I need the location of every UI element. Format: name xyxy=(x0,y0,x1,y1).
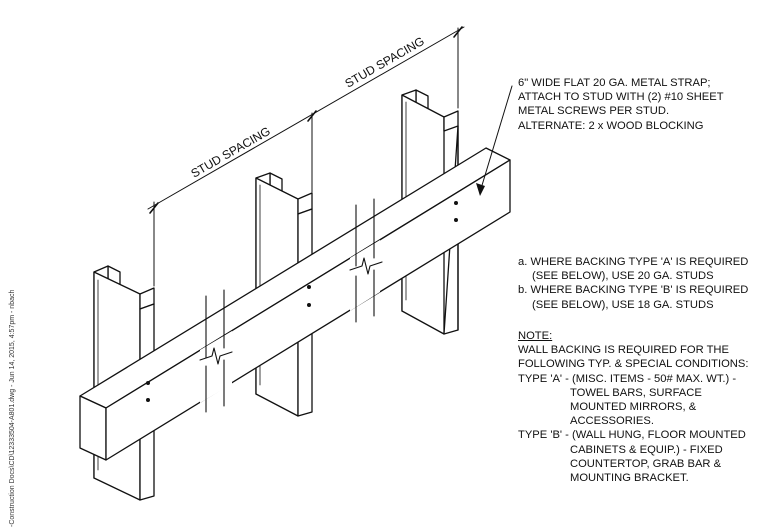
strap-note-line: METAL SCREWS PER STUD. xyxy=(518,105,670,118)
note-b-line2: (SEE BELOW), USE 18 GA. STUDS xyxy=(532,298,714,311)
note-intro-line: FOLLOWING TYP. & SPECIAL CONDITIONS: xyxy=(518,358,749,371)
note-a-line2: (SEE BELOW), USE 20 GA. STUDS xyxy=(532,270,714,283)
note-heading: NOTE: xyxy=(518,330,553,342)
file-path-stamp: -Construction Docs\CD\12333504-A801.dwg … xyxy=(9,289,16,527)
screw-dot xyxy=(146,398,150,402)
wall-backing-note: NOTE: WALL BACKING IS REQUIRED FOR THE F… xyxy=(518,329,748,485)
stud-gauge-notes: a. WHERE BACKING TYPE 'A' IS REQUIRED (S… xyxy=(518,255,748,312)
break-line-right xyxy=(349,198,383,323)
type-b-line: CABINETS & EQUIP.) - FIXED xyxy=(570,443,723,456)
strap-note-line: 6" WIDE FLAT 20 GA. METAL STRAP; xyxy=(518,77,711,89)
strap-note-line: ALTERNATE: 2 x WOOD BLOCKING xyxy=(518,119,704,132)
type-a-line: TYPE 'A' - (MISC. ITEMS - 50# MAX. WT.) … xyxy=(518,372,737,385)
screw-dot xyxy=(146,381,150,385)
strap-note: 6" WIDE FLAT 20 GA. METAL STRAP; ATTACH … xyxy=(518,76,724,133)
note-b-line1: b. WHERE BACKING TYPE 'B' IS REQUIRED xyxy=(518,284,749,297)
note-intro-line: WALL BACKING IS REQUIRED FOR THE xyxy=(518,344,729,357)
stud-spacing-dimensions xyxy=(147,26,465,287)
strap-note-line: ATTACH TO STUD WITH (2) #10 SHEET xyxy=(518,91,724,104)
screw-dot xyxy=(454,218,458,222)
metal-strap xyxy=(79,147,511,461)
screw-dots xyxy=(146,201,458,402)
type-a-line: ACCESSORIES. xyxy=(570,415,654,428)
dimension-label-right: STUD SPACING xyxy=(343,34,427,91)
type-b-line: COUNTERTOP, GRAB BAR & xyxy=(570,457,722,470)
screw-dot xyxy=(307,303,311,307)
leader-arrow xyxy=(476,85,513,196)
type-a-line: MOUNTED MIRRORS, & xyxy=(570,401,697,414)
screw-dot xyxy=(454,201,458,205)
type-b-line: TYPE 'B' - (WALL HUNG, FLOOR MOUNTED xyxy=(518,429,746,442)
break-line-left xyxy=(199,289,233,413)
type-b-line: MOUNTING BRACKET. xyxy=(570,472,689,485)
type-a-line: TOWEL BARS, SURFACE xyxy=(570,386,702,399)
note-a-line1: a. WHERE BACKING TYPE 'A' IS REQUIRED xyxy=(518,256,749,268)
dimension-label-left: STUD SPACING xyxy=(189,124,273,181)
screw-dot xyxy=(307,285,311,289)
